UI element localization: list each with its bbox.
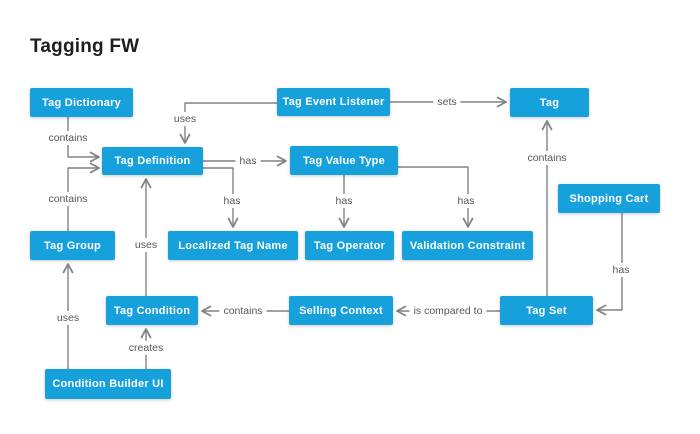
- node-label: Tag: [539, 96, 560, 109]
- node-label: Condition Builder UI: [52, 378, 164, 390]
- node-tag-value-type: Tag Value Type: [290, 146, 398, 175]
- edge-label-condition-uses-definition: uses: [130, 238, 162, 252]
- edge-label-tagset-compared-context: is compared to: [409, 304, 487, 318]
- edge-label-definition-has-valuetype: has: [235, 154, 261, 168]
- node-tag-operator: Tag Operator: [305, 231, 394, 260]
- node-label: Validation Constraint: [409, 239, 526, 252]
- edge-label-group-contains-definition: contains: [44, 192, 92, 206]
- node-label: Tag Dictionary: [41, 96, 122, 109]
- node-label: Tag Definition: [114, 155, 191, 167]
- edge-label-definition-has-localizedname: has: [219, 194, 245, 208]
- node-tag-dictionary: Tag Dictionary: [30, 88, 133, 117]
- node-label: Tag Condition: [113, 304, 191, 317]
- edge-label-dictionary-contains-definition: contains: [44, 131, 92, 145]
- edge-label-cart-has-tagset: has: [608, 263, 634, 277]
- node-label: Shopping Cart: [569, 192, 649, 205]
- edge-label-listener-uses-definition: uses: [169, 112, 201, 126]
- page-title: Tagging FW: [30, 36, 140, 57]
- edge-label-tagset-contains-tag: contains: [523, 151, 571, 165]
- node-selling-context: Selling Context: [289, 296, 393, 325]
- edge-label-builder-creates-condition: creates: [124, 341, 168, 355]
- node-label: Tag Set: [526, 304, 567, 317]
- node-label: Tag Group: [43, 239, 102, 252]
- node-label: Selling Context: [299, 304, 383, 317]
- node-tag-definition: Tag Definition: [102, 147, 203, 175]
- node-label: Localized Tag Name: [178, 239, 288, 252]
- node-localized-tag-name: Localized Tag Name: [168, 231, 298, 260]
- node-tag-group: Tag Group: [30, 231, 115, 260]
- node-tag-set: Tag Set: [500, 296, 593, 325]
- node-validation-constraint: Validation Constraint: [402, 231, 533, 260]
- node-label: Tag Value Type: [303, 154, 385, 167]
- edge-listener-uses-definition: [179, 102, 277, 144]
- edge-dictionary-contains-definition: [67, 117, 100, 163]
- edge-label-listener-sets-tag: sets: [433, 95, 461, 109]
- edge-label-context-contains-condition: contains: [219, 304, 267, 318]
- edge-group-contains-definition: [67, 162, 100, 231]
- node-tag-event-listener: Tag Event Listener: [277, 88, 390, 116]
- edge-cart-has-tagset: [596, 213, 623, 316]
- node-label: Tag Event Listener: [282, 96, 385, 108]
- edge-label-valuetype-has-constraint: has: [453, 194, 479, 208]
- node-tag-condition: Tag Condition: [106, 296, 198, 325]
- node-condition-builder-ui: Condition Builder UI: [45, 369, 171, 399]
- edge-label-valuetype-has-operator: has: [331, 194, 357, 208]
- node-shopping-cart: Shopping Cart: [558, 184, 660, 213]
- edge-label-builder-uses-group: uses: [52, 311, 84, 325]
- node-tag: Tag: [510, 88, 589, 117]
- node-label: Tag Operator: [313, 239, 386, 252]
